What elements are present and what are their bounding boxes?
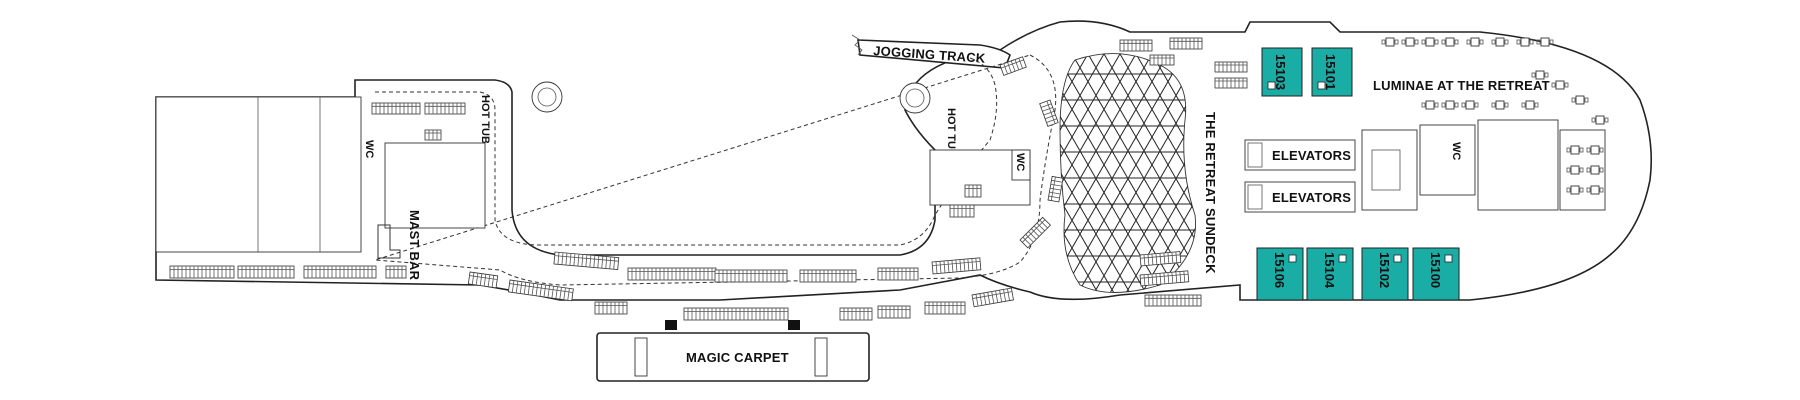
dining-table xyxy=(1421,100,1439,110)
wc-right-label: WC xyxy=(1450,142,1462,160)
lounger-row xyxy=(1039,99,1059,127)
dining-table xyxy=(1566,165,1584,175)
luminae-dining-area xyxy=(1381,37,1609,195)
hot-tub-left-label: HOT TUB xyxy=(479,95,491,144)
cabin-number: 15103 xyxy=(1273,54,1288,90)
lounger-row xyxy=(424,102,466,115)
lounger-row xyxy=(627,267,717,281)
lounger-row xyxy=(799,269,857,283)
magic-carpet-label: MAGIC CARPET xyxy=(686,350,789,365)
dining-table xyxy=(1571,95,1589,105)
dining-table xyxy=(1586,145,1604,155)
dining-table xyxy=(1586,185,1604,195)
luminae-label: LUMINAE AT THE RETREAT xyxy=(1373,78,1550,93)
dining-table xyxy=(1531,70,1549,80)
dining-table xyxy=(1586,165,1604,175)
elevators-bottom-label: ELEVATORS xyxy=(1272,190,1351,205)
lounger-row xyxy=(1214,77,1248,89)
dining-table xyxy=(1401,37,1419,47)
lounger-row xyxy=(385,265,407,279)
dining-table xyxy=(1491,100,1509,110)
elevator-bank-top xyxy=(1244,139,1356,171)
cabin-number: 15106 xyxy=(1272,252,1287,288)
lounger-row xyxy=(877,267,919,281)
lounger-row xyxy=(931,257,982,275)
elevator-bank-bottom xyxy=(1244,181,1356,213)
dining-table xyxy=(1381,37,1399,47)
lounger-row xyxy=(1169,37,1203,50)
forward-interior xyxy=(1361,119,1606,211)
cabins-bottom-row: 15106 15104 15102 15100 xyxy=(1256,247,1460,301)
lounger-row xyxy=(683,307,789,321)
cabins-top-row: 15103 15101 xyxy=(1261,47,1353,97)
dining-table xyxy=(1466,37,1484,47)
cabin-15104: 15104 xyxy=(1306,247,1354,301)
dining-table xyxy=(1591,115,1609,125)
dining-table xyxy=(1461,100,1479,110)
dining-table xyxy=(1566,185,1584,195)
dining-table xyxy=(1441,100,1459,110)
lounger-row xyxy=(964,184,982,198)
lounger-row xyxy=(1149,54,1175,66)
lounger-row xyxy=(1139,270,1190,287)
lounger-row xyxy=(1139,251,1182,267)
lounger-row xyxy=(424,129,442,141)
hot-tub-right-label: HOT TUB xyxy=(945,108,957,157)
cabin-15101: 15101 xyxy=(1311,47,1353,97)
cabin-number: 15101 xyxy=(1323,54,1338,90)
lounger-row xyxy=(507,279,574,302)
lounger-row xyxy=(553,251,620,270)
dining-table xyxy=(1421,37,1439,47)
lounger-row xyxy=(467,271,499,289)
lounger-row xyxy=(949,204,975,218)
dining-table xyxy=(1516,37,1534,47)
aft-service-block xyxy=(384,142,486,229)
lounger-row xyxy=(924,301,966,315)
lounger-row xyxy=(1119,39,1153,52)
cabin-number: 15104 xyxy=(1322,252,1337,289)
cabin-15106: 15106 xyxy=(1256,247,1304,301)
lounger-row xyxy=(1019,216,1051,249)
dining-table xyxy=(1521,100,1539,110)
mast-bar-label: MAST BAR xyxy=(407,210,422,281)
hot-tub-left xyxy=(531,81,563,113)
cabin-15100: 15100 xyxy=(1412,247,1460,301)
dining-table xyxy=(1491,37,1509,47)
cabin-number: 15102 xyxy=(1377,252,1392,288)
lounger-row xyxy=(1144,294,1202,307)
hot-tub-right xyxy=(899,82,931,114)
magic-carpet xyxy=(596,320,870,382)
dining-table xyxy=(1441,37,1459,47)
lounger-row xyxy=(169,265,235,279)
retreat-sundeck-label: THE RETREAT SUNDECK xyxy=(1203,112,1218,274)
dining-table xyxy=(1536,37,1554,47)
lounger-row xyxy=(999,56,1027,76)
cabin-number: 15100 xyxy=(1428,252,1443,288)
lounger-row xyxy=(839,307,873,321)
lounger-row xyxy=(594,301,628,315)
lounger-row xyxy=(877,305,911,319)
dining-table xyxy=(1551,80,1569,90)
lounger-row xyxy=(714,269,788,283)
elevators-top-label: ELEVATORS xyxy=(1272,148,1351,163)
wc-mid-label: WC xyxy=(1014,153,1026,171)
cabin-15102: 15102 xyxy=(1361,247,1409,301)
cabin-15103: 15103 xyxy=(1261,47,1303,97)
lounger-row xyxy=(371,102,421,115)
sun-loungers xyxy=(169,37,1248,321)
lounger-row xyxy=(303,265,377,279)
dining-table xyxy=(1566,145,1584,155)
lounger-row xyxy=(1214,61,1248,73)
lounger-row xyxy=(237,265,295,279)
mid-wc-room xyxy=(1011,149,1031,181)
lounger-row xyxy=(1047,175,1064,203)
lounger-row xyxy=(971,287,1014,308)
wc-left-label: WC xyxy=(363,140,375,158)
mast-bar-counter xyxy=(377,224,401,259)
